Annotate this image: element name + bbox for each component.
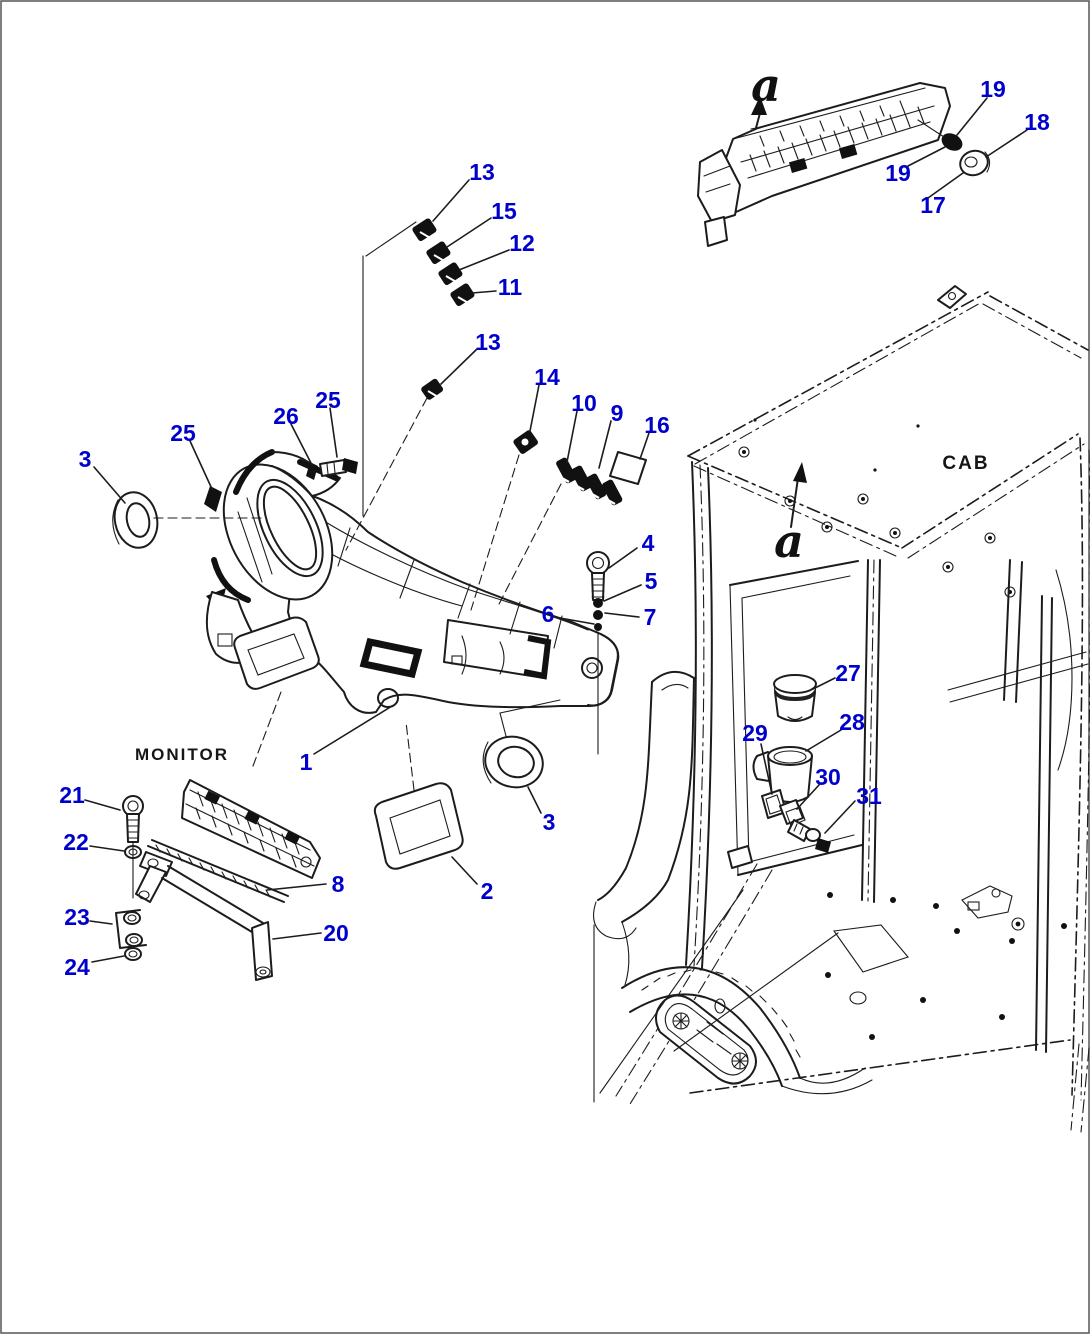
callout-23: 23 <box>64 904 90 930</box>
part-23-bracket <box>115 909 147 949</box>
panel-small-parts <box>112 218 647 870</box>
callout-6: 6 <box>542 601 555 627</box>
panel-housing <box>205 449 620 714</box>
roof-bolts <box>738 418 1016 598</box>
part-19-grommet <box>941 133 963 151</box>
view-a-top: a <box>751 58 781 112</box>
monitor-unit <box>181 779 321 879</box>
part-31-screw <box>787 819 831 853</box>
panel-opening-frame <box>233 616 320 690</box>
callout-19: 19 <box>885 160 911 186</box>
callout-19: 19 <box>980 76 1006 102</box>
cab-label: CAB <box>942 453 989 474</box>
part-25-bolt <box>319 458 358 477</box>
part-27-cap <box>773 674 817 722</box>
callout-30: 30 <box>815 764 841 790</box>
callout-3: 3 <box>79 446 92 472</box>
callout-10: 10 <box>571 390 597 416</box>
panel-dark-band <box>359 637 423 679</box>
callout-26: 26 <box>273 403 299 429</box>
callout-29: 29 <box>742 720 768 746</box>
callout-20: 20 <box>323 920 349 946</box>
view-a-mid: a <box>774 514 804 568</box>
callout-5: 5 <box>645 568 658 594</box>
callout-27: 27 <box>835 660 861 686</box>
callout-15: 15 <box>491 198 517 224</box>
part-24-washer <box>124 947 142 961</box>
cab-structure <box>593 285 1090 1133</box>
callout-8: 8 <box>332 871 345 897</box>
switch-cap-13 <box>421 378 444 400</box>
callout-12: 12 <box>509 230 535 256</box>
fasteners-left <box>115 795 147 961</box>
part-6-washer <box>594 623 602 631</box>
part-3-ring-left <box>112 491 159 549</box>
top-assembly <box>697 82 991 247</box>
callout-28: 28 <box>839 709 865 735</box>
monitor-stand-20 <box>135 851 273 981</box>
callout-13: 13 <box>475 329 501 355</box>
callout-22: 22 <box>63 829 89 855</box>
part-4-bolt <box>586 551 610 601</box>
view-arrow-mid <box>790 462 807 528</box>
bulbs-9-10 <box>556 457 623 506</box>
display-recess <box>443 619 552 680</box>
callout-3: 3 <box>543 809 556 835</box>
callout-7: 7 <box>644 604 657 630</box>
monitor-label: MONITOR <box>135 745 229 764</box>
callout-14: 14 <box>534 364 560 390</box>
part-16-bracket <box>609 451 647 485</box>
callout-2: 2 <box>481 878 494 904</box>
cup-parts <box>752 674 831 853</box>
strip-8 <box>147 839 289 903</box>
callout-25: 25 <box>315 387 341 413</box>
callout-9: 9 <box>611 400 624 426</box>
floor-details <box>689 885 1090 1133</box>
callout-18: 18 <box>1024 109 1050 135</box>
part-5-washer <box>593 598 603 608</box>
leader-lines <box>84 97 1028 963</box>
part-25-wedge <box>204 486 222 512</box>
callout-11: 11 <box>498 274 523 300</box>
callout-4: 4 <box>642 530 655 556</box>
switch-caps <box>412 218 475 307</box>
part-28-cupholder <box>752 746 813 803</box>
callout-16: 16 <box>644 412 670 438</box>
part-3-ring-right <box>482 735 544 789</box>
callout-1: 1 <box>300 749 313 775</box>
part-7-washer <box>593 610 603 620</box>
projection-lines <box>132 221 599 899</box>
callout-17: 17 <box>920 192 946 218</box>
part-21-bolt <box>122 795 144 843</box>
console-arch <box>621 966 873 1095</box>
part-30-clip <box>779 799 806 827</box>
console-plate <box>655 994 757 1085</box>
callout-13: 13 <box>469 159 495 185</box>
part-2-gasket <box>373 782 464 870</box>
part-17-18-knob <box>959 149 991 177</box>
cab-duct <box>593 671 695 986</box>
callout-31: 31 <box>856 783 882 809</box>
callout-25: 25 <box>170 420 196 446</box>
part-26 <box>306 462 318 480</box>
callout-24: 24 <box>64 954 90 980</box>
callout-21: 21 <box>59 782 85 808</box>
